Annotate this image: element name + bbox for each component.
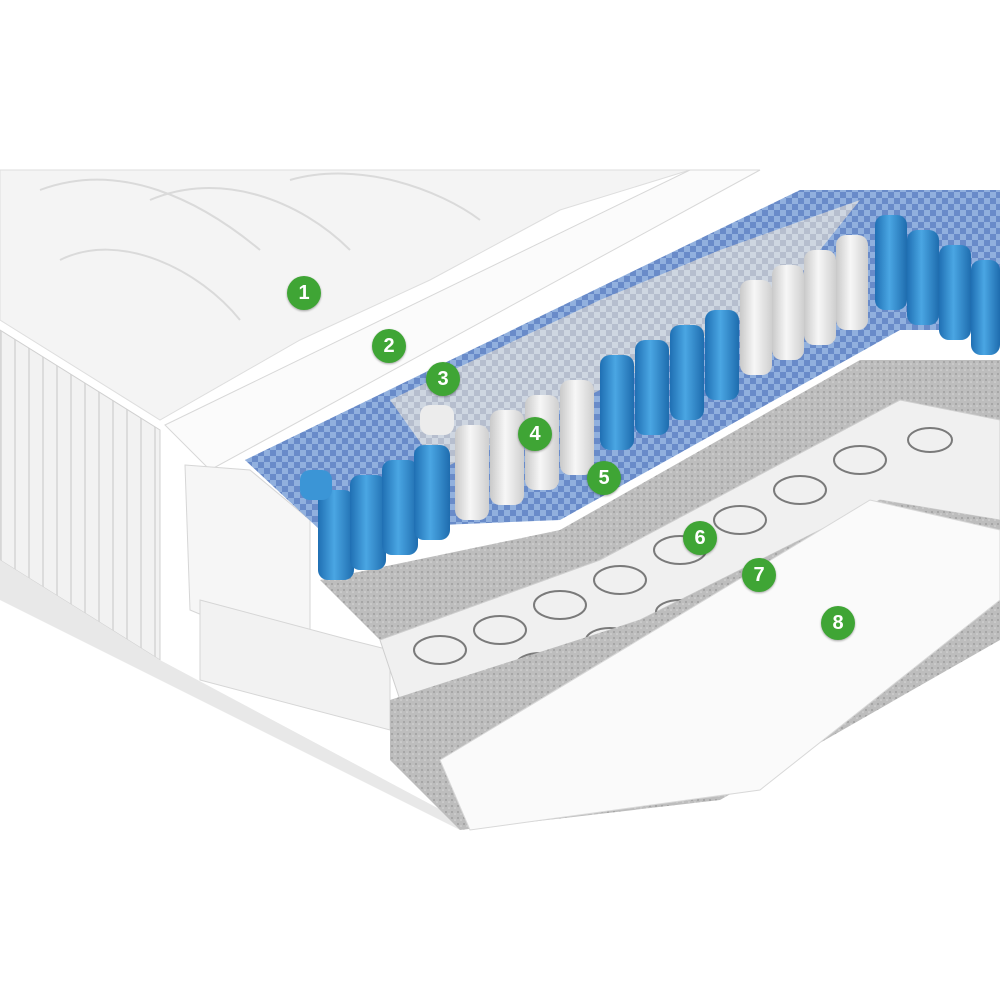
pocket-springs-blue-front: [300, 445, 450, 580]
quilted-top: [0, 169, 691, 421]
layer-marker-2: 2: [372, 329, 406, 363]
layer-marker-8: 8: [821, 606, 855, 640]
top-edge-band: [164, 169, 761, 471]
pocket-springs-blue-middle: [600, 310, 739, 450]
quilt-stitch: [39, 172, 481, 321]
bottom-foam-panel: [439, 499, 1000, 831]
mattress-side-lower: [0, 560, 460, 830]
layer-marker-5: 5: [587, 461, 621, 495]
layer-marker-7: 7: [742, 558, 776, 592]
layer-marker-3: 3: [426, 362, 460, 396]
pocket-springs-white-back: [740, 235, 868, 375]
layer-marker-6: 6: [683, 521, 717, 555]
felt-layer: [320, 360, 1000, 640]
layer-marker-1: 1: [287, 276, 321, 310]
lower-foam-block: [199, 599, 391, 731]
pocket-springs-blue-back: [875, 215, 1000, 355]
fabric-grid-white-zone: [390, 200, 860, 470]
layer-marker-4: 4: [518, 417, 552, 451]
